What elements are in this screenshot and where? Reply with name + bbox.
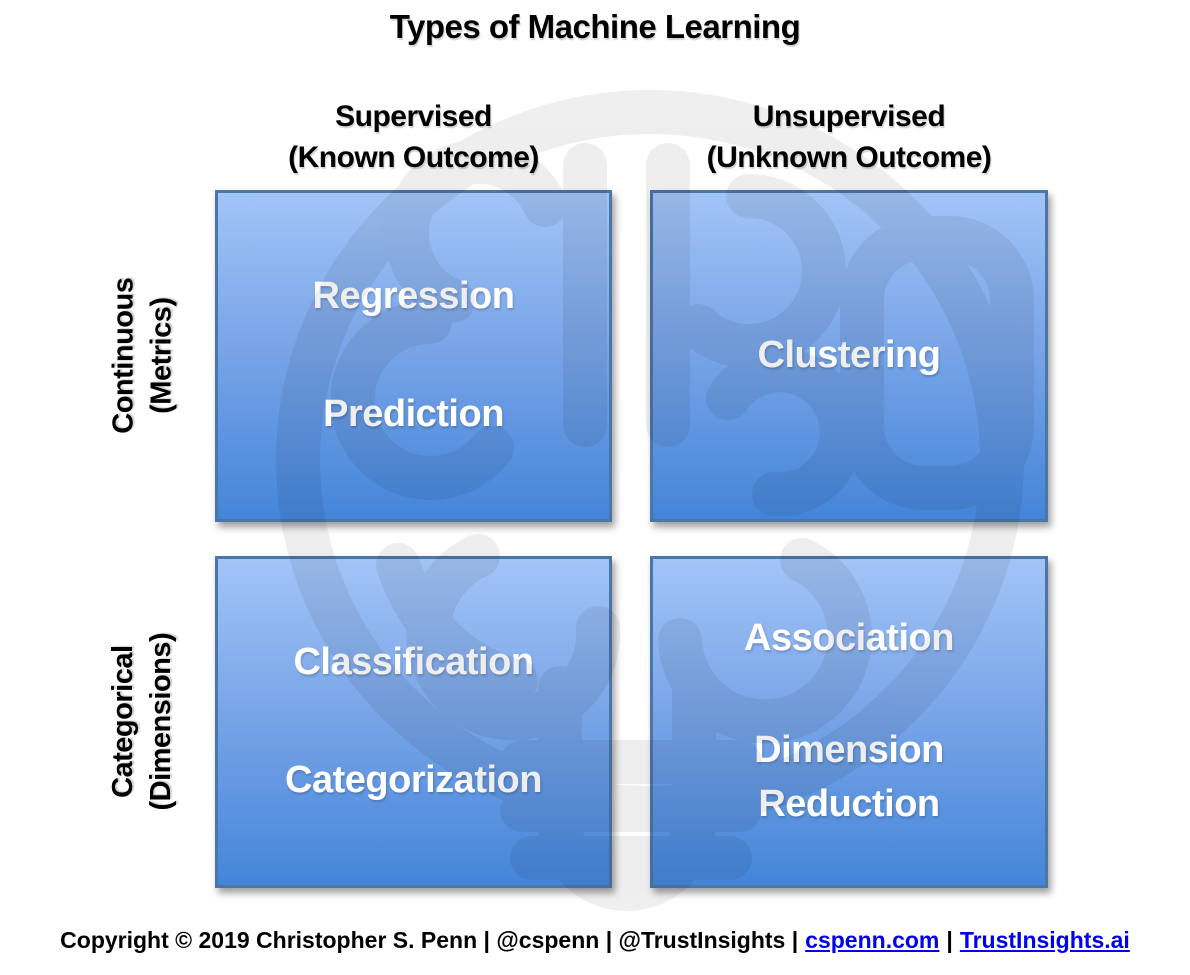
- column-header-line2: (Unknown Outcome): [706, 141, 992, 175]
- quadrant-label: Categorization: [285, 759, 542, 801]
- row-label-line2: (Dimensions): [145, 633, 177, 811]
- quadrant-supervised-categorical: Classification Categorization: [215, 556, 612, 888]
- column-header-unsupervised: Unsupervised (Unknown Outcome): [650, 96, 1048, 179]
- quadrant-unsupervised-continuous: Clustering: [650, 190, 1048, 522]
- quadrant-label: Clustering: [757, 334, 941, 377]
- quadrant-label: Regression: [312, 275, 515, 318]
- row-label-continuous: Continuous (Metrics): [78, 190, 208, 522]
- footer-copyright: Copyright © 2019 Christopher S. Penn | @…: [0, 927, 1190, 954]
- column-header-line1: Unsupervised: [752, 100, 946, 133]
- quadrant-supervised-continuous: Regression Prediction: [215, 190, 612, 522]
- row-label-line1: Continuous: [107, 277, 140, 435]
- page-title: Types of Machine Learning: [389, 8, 801, 45]
- quadrant-label: Classification: [293, 641, 534, 684]
- quadrant-unsupervised-categorical: Association Dimension Reduction: [650, 556, 1048, 888]
- column-header-line1: Supervised: [335, 100, 492, 133]
- quadrant-label: Prediction: [323, 393, 504, 435]
- column-header-supervised: Supervised (Known Outcome): [215, 96, 612, 179]
- trustinsights-link[interactable]: TrustInsights.ai: [959, 927, 1130, 953]
- footer-separator: |: [946, 927, 953, 953]
- quadrant-label: Dimension Reduction: [754, 729, 944, 825]
- copyright-text: Copyright © 2019 Christopher S. Penn | @…: [60, 927, 799, 953]
- cspenn-link[interactable]: cspenn.com: [805, 927, 940, 953]
- row-label-line2: (Metrics): [145, 297, 178, 415]
- column-header-line2: (Known Outcome): [288, 141, 539, 175]
- row-label-line1: Categorical: [107, 645, 140, 799]
- quadrant-label: Association: [744, 617, 954, 660]
- row-label-categorical: Categorical (Dimensions): [78, 556, 208, 888]
